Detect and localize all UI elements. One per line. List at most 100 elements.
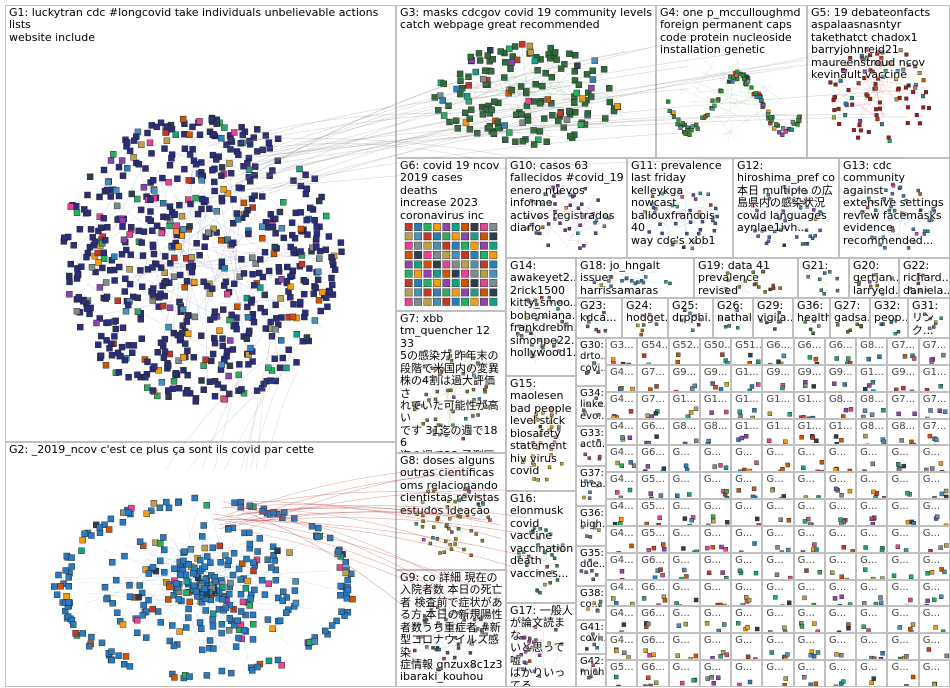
cluster-node — [465, 82, 472, 89]
cluster-node — [900, 211, 904, 215]
cluster-node — [771, 283, 775, 288]
cluster-node — [226, 337, 234, 344]
cluster-node — [193, 239, 200, 247]
cluster-node — [68, 554, 75, 561]
cluster-edge — [515, 82, 576, 84]
cluster-edge — [573, 205, 591, 219]
cluster-node — [801, 675, 807, 680]
cluster-node — [456, 626, 460, 630]
cluster-node — [651, 205, 656, 210]
cluster-node — [244, 159, 251, 167]
cluster-node — [684, 468, 689, 472]
cluster-node — [886, 135, 891, 140]
cluster-node — [709, 675, 714, 680]
cluster-node — [161, 269, 169, 276]
group-panel-g1: G1: luckytran cdc #longcovid take indivi… — [5, 5, 396, 442]
cluster-node — [451, 288, 460, 297]
cluster-node — [86, 642, 93, 650]
cluster-node — [70, 241, 78, 249]
cluster-node — [715, 214, 719, 219]
cluster-node — [838, 517, 843, 522]
cluster-node — [912, 411, 918, 416]
cluster-node — [819, 288, 823, 292]
small-group-graph — [861, 407, 886, 418]
cluster-edge — [572, 217, 595, 231]
cluster-edge — [817, 277, 824, 288]
cluster-edge — [834, 90, 843, 96]
cluster-node — [911, 622, 916, 628]
cluster-node — [480, 75, 487, 83]
cluster-node — [764, 241, 769, 246]
cluster-node — [435, 536, 440, 541]
cluster-node — [154, 349, 161, 356]
cluster-node — [628, 460, 633, 465]
cluster-node — [464, 613, 468, 618]
cluster-node — [67, 260, 74, 268]
cluster-edge — [774, 215, 779, 221]
cluster-node — [763, 290, 767, 294]
cluster-node — [111, 333, 118, 340]
cluster-node — [679, 212, 683, 217]
cluster-node — [171, 565, 178, 572]
cluster-edge — [897, 200, 904, 239]
cluster-node — [646, 440, 652, 445]
cluster-node — [549, 453, 553, 457]
cluster-node — [289, 313, 297, 321]
group-panel-g42: G42: mich... — [576, 654, 606, 687]
small-group-cell: G... — [731, 552, 763, 580]
small-group-graph — [863, 567, 885, 579]
cluster-node — [753, 91, 758, 96]
cluster-node — [135, 161, 143, 168]
group-panel-g5: G5: 19 debateonfacts aspalaasnasntyr tak… — [807, 5, 950, 158]
cluster-node — [75, 294, 83, 301]
cluster-edge — [735, 57, 764, 128]
cluster-node — [904, 684, 910, 686]
cluster-node — [685, 231, 689, 236]
cluster-node — [335, 547, 342, 555]
cluster-node — [588, 490, 592, 494]
cluster-node — [560, 543, 565, 547]
cluster-node — [109, 151, 117, 158]
small-group-cell: G7... — [637, 364, 669, 392]
cluster-node — [534, 67, 541, 74]
cluster-node — [544, 96, 552, 103]
cluster-node — [258, 223, 266, 230]
cluster-node — [866, 628, 871, 633]
cluster-node — [901, 385, 907, 391]
cluster-node — [780, 385, 786, 391]
small-group-cell: G4... — [606, 472, 638, 500]
cluster-node — [480, 631, 484, 635]
cluster-node — [720, 570, 725, 575]
cluster-node — [630, 279, 634, 283]
cluster-node — [841, 519, 846, 525]
cluster-node — [929, 357, 934, 363]
cluster-node — [837, 603, 843, 606]
small-group-cell: G... — [668, 472, 700, 500]
cluster-node — [118, 157, 126, 164]
cluster-node — [209, 616, 216, 623]
cluster-node — [206, 637, 214, 644]
small-group-cell: G... — [887, 525, 919, 553]
cluster-node — [223, 347, 231, 355]
small-group-cell: G5... — [637, 525, 669, 553]
small-group-cell: G8... — [856, 338, 888, 365]
cluster-node — [404, 232, 413, 241]
cluster-node — [754, 460, 759, 466]
cluster-node — [678, 576, 684, 579]
cluster-node — [680, 546, 686, 551]
cluster-node — [453, 499, 457, 504]
cluster-node — [476, 413, 480, 417]
cluster-node — [873, 82, 878, 87]
small-group-graph — [863, 433, 887, 445]
cluster-edge — [583, 487, 589, 491]
cluster-node — [209, 544, 216, 551]
cluster-node — [536, 100, 544, 107]
cluster-node — [108, 656, 116, 664]
cluster-node — [643, 210, 647, 214]
cluster-node — [472, 608, 477, 613]
cluster-node — [737, 568, 743, 573]
cluster-node — [648, 683, 653, 686]
cluster-node — [868, 96, 873, 101]
cluster-node — [254, 548, 261, 555]
cluster-node — [157, 119, 165, 126]
